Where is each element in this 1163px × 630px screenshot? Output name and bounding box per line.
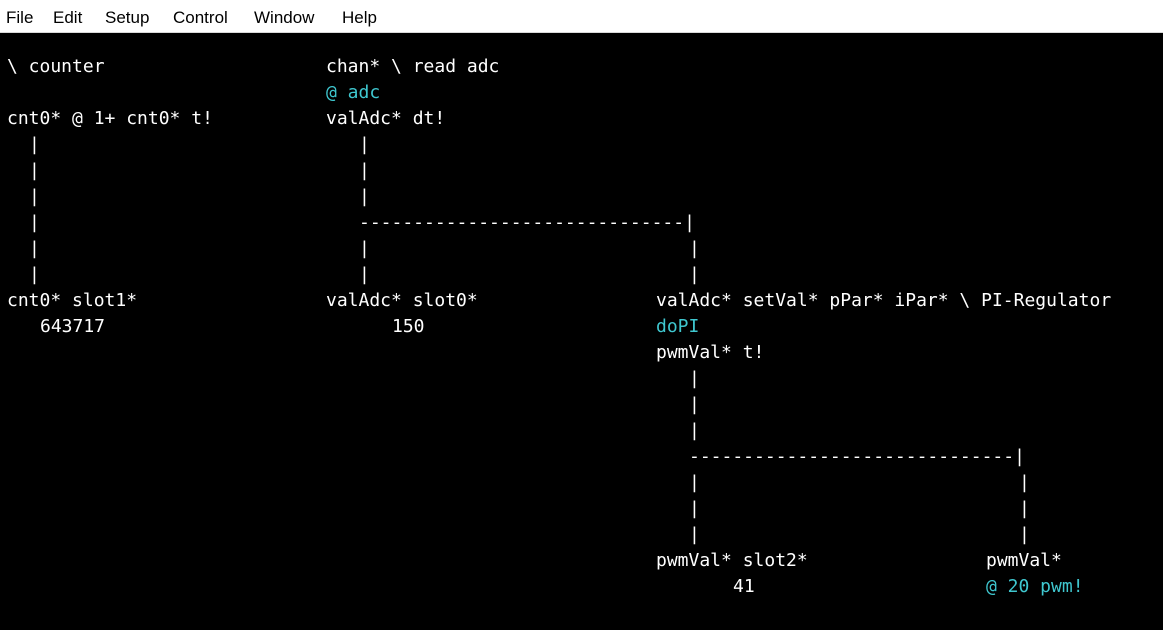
regulator-store: pwmVal* t! [656,342,765,363]
counter-value: 643717 [40,316,106,337]
counter-code: cnt0* @ 1+ cnt0* t! [7,108,213,129]
adc-pipe-4: | [359,238,370,259]
menu-bar: File Edit Setup Control Window Help [0,0,1163,33]
menu-help[interactable]: Help [342,8,377,27]
regulator-pipe-5: | [689,498,700,519]
adc-value: 150 [392,316,425,337]
counter-pipe-5: | [29,238,40,259]
menu-control[interactable]: Control [173,8,228,27]
counter-comment: \ counter [7,56,105,77]
regulator-branch-line: ------------------------------| [689,446,1025,467]
regulator-pipe-6: | [689,524,700,545]
pwm-branch-pipe-1: | [1019,472,1030,493]
menu-window[interactable]: Window [254,8,315,27]
regulator-slot: pwmVal* slot2* [656,550,808,571]
pwm-code: @ 20 pwm! [986,576,1084,597]
regulator-pipe-3: | [689,420,700,441]
terminal-canvas[interactable]: \ counter cnt0* @ 1+ cnt0* t! | | | | | … [0,33,1163,630]
adc-pipe-2: | [359,160,370,181]
adc-store: valAdc* dt! [326,108,446,129]
regulator-value: 41 [733,576,755,597]
regulator-code: doPI [656,316,700,337]
regulator-pipe-4: | [689,472,700,493]
adc-branch-line: ------------------------------| [359,212,695,233]
pwm-branch-pipe-3: | [1019,524,1030,545]
menu-file[interactable]: File [6,8,34,27]
regulator-pipe-1: | [689,368,700,389]
menu-setup[interactable]: Setup [105,8,150,27]
counter-slot: cnt0* slot1* [7,290,138,311]
menu-edit[interactable]: Edit [53,8,83,27]
counter-pipe-3: | [29,186,40,207]
adc-code: @ adc [326,82,381,103]
adc-branch-pipe-2: | [689,264,700,285]
counter-pipe-6: | [29,264,40,285]
counter-pipe-2: | [29,160,40,181]
adc-comment: chan* \ read adc [326,56,500,77]
adc-pipe-1: | [359,134,370,155]
counter-pipe-4: | [29,212,40,233]
regulator-pipe-2: | [689,394,700,415]
adc-pipe-5: | [359,264,370,285]
adc-pipe-3: | [359,186,370,207]
pwm-branch-pipe-2: | [1019,498,1030,519]
counter-pipe-1: | [29,134,40,155]
adc-branch-pipe-1: | [689,238,700,259]
pwm-variable: pwmVal* [986,550,1062,571]
adc-slot: valAdc* slot0* [326,290,478,311]
regulator-header: valAdc* setVal* pPar* iPar* \ PI-Regulat… [656,290,1112,311]
